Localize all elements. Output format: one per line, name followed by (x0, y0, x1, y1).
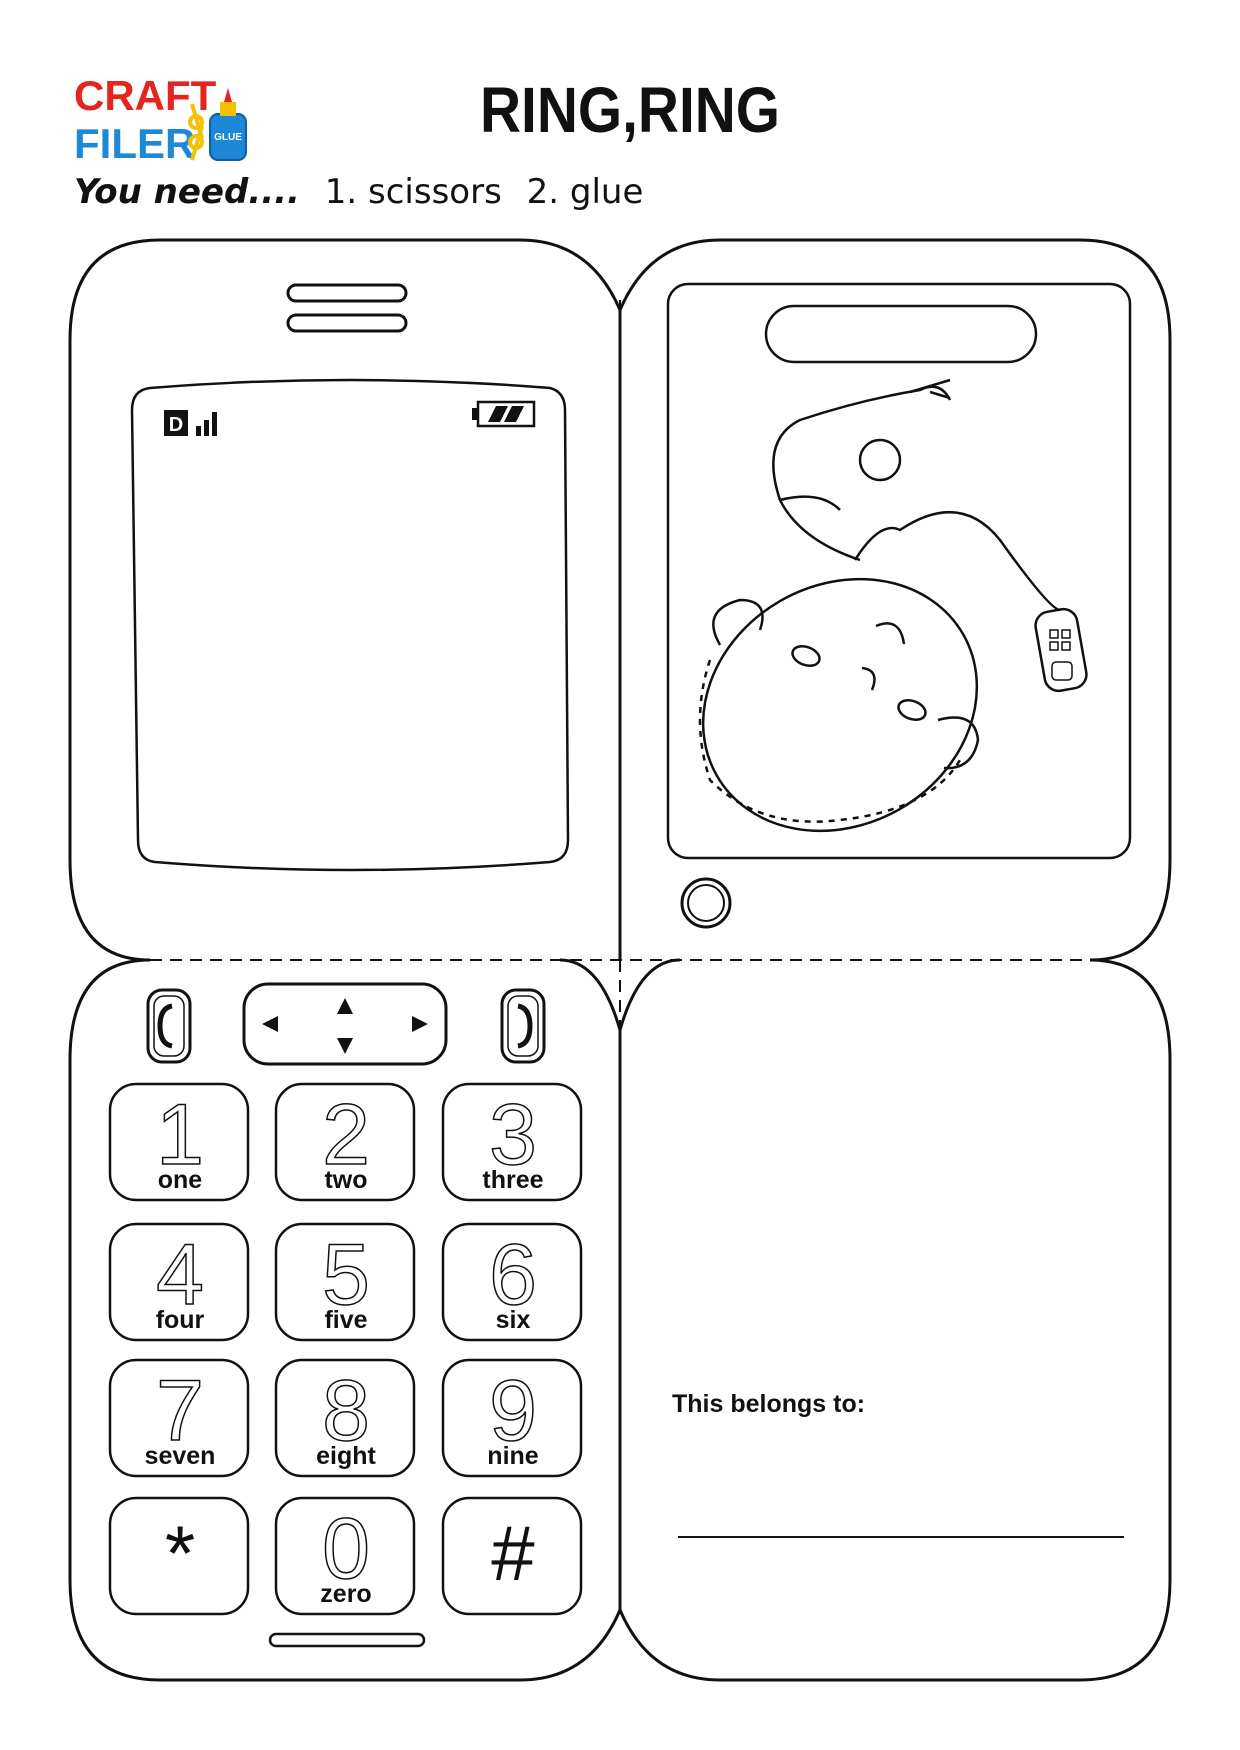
nav-up-icon (337, 998, 353, 1014)
call-button (146, 988, 192, 1064)
keypad-key (441, 1358, 583, 1478)
nav-left-icon (262, 1016, 278, 1032)
nav-down-icon (337, 1038, 353, 1054)
material-item: 2. glue (526, 172, 644, 212)
keypad-key (441, 1496, 583, 1616)
cover-slot (764, 304, 1038, 364)
end-call-icon (517, 1003, 533, 1049)
keypad-key (274, 1222, 416, 1342)
owner-label: This belongs to: (672, 1390, 866, 1418)
call-icon (157, 1003, 173, 1049)
glue-bottle-icon: GLUE (209, 88, 247, 161)
phone-screen (130, 378, 570, 872)
key-digit: 1 (155, 1087, 204, 1183)
key-word: nine (487, 1442, 539, 1470)
nav-pad (242, 982, 448, 1066)
key-digit: 2 (321, 1087, 370, 1183)
child-illustration (698, 378, 1088, 833)
key-digit: 5 (321, 1227, 370, 1323)
keypad-key (441, 1222, 583, 1342)
keypad-key (108, 1358, 250, 1478)
key-word: eight (316, 1442, 376, 1470)
key-digit: 8 (321, 1363, 370, 1459)
key-word: six (495, 1306, 531, 1334)
speaker-slot (286, 283, 408, 303)
nav-right-icon (412, 1016, 428, 1032)
key-word: two (324, 1166, 368, 1194)
keypad-key (108, 1082, 250, 1202)
materials-line: You need.... 1. scissors 2. glue (74, 172, 643, 212)
key-digit: * (164, 1509, 196, 1597)
keypad-key (108, 1222, 250, 1342)
battery-icon (472, 400, 536, 428)
key-digit: # (491, 1509, 535, 1597)
panel-bottom-right (618, 958, 1172, 1682)
keypad (108, 1082, 583, 1616)
title-text: RING,RING (480, 74, 780, 146)
bottom-slot (268, 1632, 426, 1648)
materials-lead: You need.... (74, 172, 300, 212)
end-call-button (500, 988, 546, 1064)
key-digit: 6 (488, 1227, 537, 1323)
panel-top-right (618, 238, 1172, 962)
key-word: seven (144, 1442, 216, 1470)
key-digit: 7 (155, 1363, 204, 1459)
page-title: RING,RING (480, 74, 780, 146)
panel-bottom-left (68, 958, 622, 1682)
key-digit: 3 (488, 1087, 537, 1183)
key-digit: 0 (321, 1501, 370, 1597)
glue-label: GLUE (214, 132, 242, 143)
scissors-icon (188, 103, 204, 161)
key-word: one (157, 1166, 203, 1194)
key-word: three (482, 1166, 544, 1194)
craft-filer-logo: CRAFT FILER GLUE (74, 72, 247, 166)
network-letter: D (169, 414, 183, 436)
speaker-slot (286, 313, 408, 333)
key-digit: 9 (488, 1363, 537, 1459)
key-word: zero (320, 1580, 372, 1608)
keypad-key (108, 1496, 250, 1616)
signal-icon: D (164, 410, 217, 436)
keypad-key (274, 1496, 416, 1616)
cover-screen (666, 282, 1132, 860)
keypad-key (274, 1082, 416, 1202)
key-word: five (324, 1306, 368, 1334)
logo-line2: FILER (74, 120, 195, 166)
keypad-key (441, 1082, 583, 1202)
keypad-key (274, 1358, 416, 1478)
key-word: four (155, 1306, 205, 1334)
material-item: 1. scissors (324, 172, 502, 212)
key-digit: 4 (155, 1227, 204, 1323)
panel-top-left (68, 238, 622, 962)
camera-icon (680, 877, 732, 929)
